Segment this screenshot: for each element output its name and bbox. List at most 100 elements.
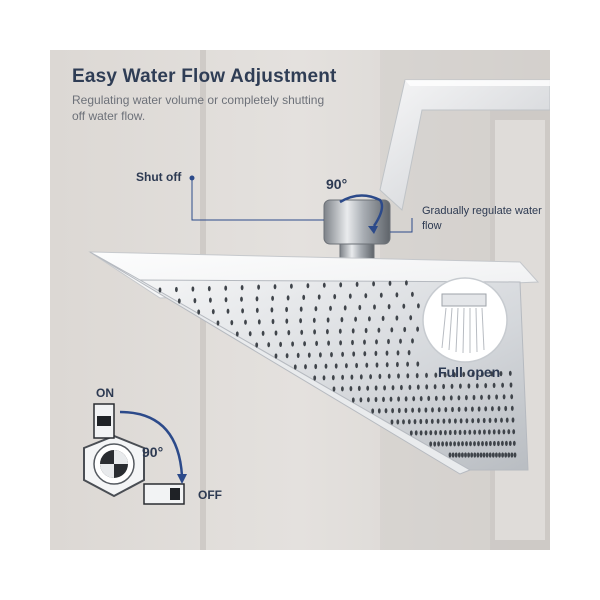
nozzle <box>372 281 375 287</box>
nozzle <box>375 339 378 345</box>
nozzle <box>510 394 514 400</box>
nozzle <box>436 418 440 424</box>
nozzle <box>397 407 401 414</box>
nozzle <box>241 308 245 314</box>
nozzle <box>391 385 395 391</box>
nozzle <box>481 441 484 447</box>
nozzle <box>454 418 457 424</box>
nozzle <box>387 373 391 379</box>
nozzle <box>465 441 468 447</box>
nozzle <box>351 397 355 403</box>
nozzle <box>511 417 515 423</box>
nozzle <box>502 429 506 435</box>
nozzle-grid <box>158 280 517 458</box>
nozzle <box>382 396 385 402</box>
nozzle <box>453 429 457 435</box>
shut-off-dot <box>189 175 195 181</box>
nozzle <box>488 452 492 458</box>
nozzle <box>330 352 333 358</box>
nozzle <box>375 362 379 368</box>
nozzle <box>314 363 318 370</box>
full-open-inset <box>422 277 508 363</box>
nozzle <box>445 441 448 447</box>
nozzle <box>290 283 293 289</box>
nozzle <box>485 452 489 458</box>
nozzle <box>224 285 228 291</box>
shut-off-leader <box>191 178 324 221</box>
shower-head-edge <box>89 251 472 475</box>
nozzle <box>501 452 504 458</box>
nozzle <box>286 295 290 301</box>
nozzle <box>315 340 318 346</box>
valve-closeup-diagram <box>83 403 187 505</box>
nozzle <box>424 407 428 413</box>
nozzle <box>489 440 492 447</box>
nozzle <box>497 406 501 412</box>
page-title: Easy Water Flow Adjustment <box>72 66 337 87</box>
nozzle <box>366 385 370 391</box>
nozzle <box>197 309 201 315</box>
nozzle <box>406 361 409 367</box>
nozzle <box>304 364 307 370</box>
nozzle <box>379 292 383 298</box>
nozzle <box>510 405 514 411</box>
nozzle <box>326 317 330 323</box>
nozzle <box>271 318 275 325</box>
nozzle <box>407 419 411 425</box>
nozzle <box>274 330 278 336</box>
nozzle <box>471 371 475 377</box>
nozzle <box>402 419 405 425</box>
nozzle <box>224 297 228 303</box>
nozzle <box>473 429 477 435</box>
nozzle <box>387 338 390 345</box>
nozzle <box>454 452 458 458</box>
nozzle <box>501 440 504 446</box>
nozzle <box>177 298 181 304</box>
nozzle <box>345 363 348 369</box>
nozzle <box>497 429 501 435</box>
nozzle <box>507 452 511 458</box>
nozzle <box>293 364 297 370</box>
nozzle <box>332 386 336 392</box>
nozzle <box>209 297 212 303</box>
nozzle <box>482 417 486 424</box>
nozzle <box>354 316 357 322</box>
nozzle <box>467 452 470 458</box>
nozzle <box>412 396 416 402</box>
nozzle <box>271 295 274 301</box>
nozzle <box>319 352 322 358</box>
nozzle <box>312 317 316 323</box>
nozzle <box>480 394 483 400</box>
nozzle <box>493 440 496 447</box>
nozzle <box>285 353 289 359</box>
nozzle <box>371 408 375 414</box>
nozzle <box>497 440 500 447</box>
nozzle <box>257 284 260 290</box>
nozzle <box>461 441 464 447</box>
nozzle <box>407 350 411 356</box>
nozzle <box>368 316 371 322</box>
nozzle <box>449 441 452 447</box>
nozzle <box>385 350 389 356</box>
nozzle <box>359 397 363 403</box>
nozzle <box>441 441 444 447</box>
on-label: ON <box>96 386 114 400</box>
nozzle <box>429 441 433 447</box>
nozzle <box>403 326 407 333</box>
nozzle <box>326 329 329 335</box>
nozzle <box>397 396 400 402</box>
nozzle <box>285 318 289 324</box>
nozzle <box>444 430 447 436</box>
nozzle <box>416 361 420 367</box>
nozzle <box>313 329 316 335</box>
nozzle <box>307 352 311 358</box>
nozzle <box>374 396 378 403</box>
nozzle <box>425 418 428 424</box>
arm-highlight <box>405 80 550 86</box>
nozzle <box>431 407 434 413</box>
nozzle <box>419 418 423 425</box>
nozzle <box>477 418 480 424</box>
nozzle <box>358 304 362 311</box>
nozzle <box>505 417 509 423</box>
nozzle <box>395 315 399 321</box>
